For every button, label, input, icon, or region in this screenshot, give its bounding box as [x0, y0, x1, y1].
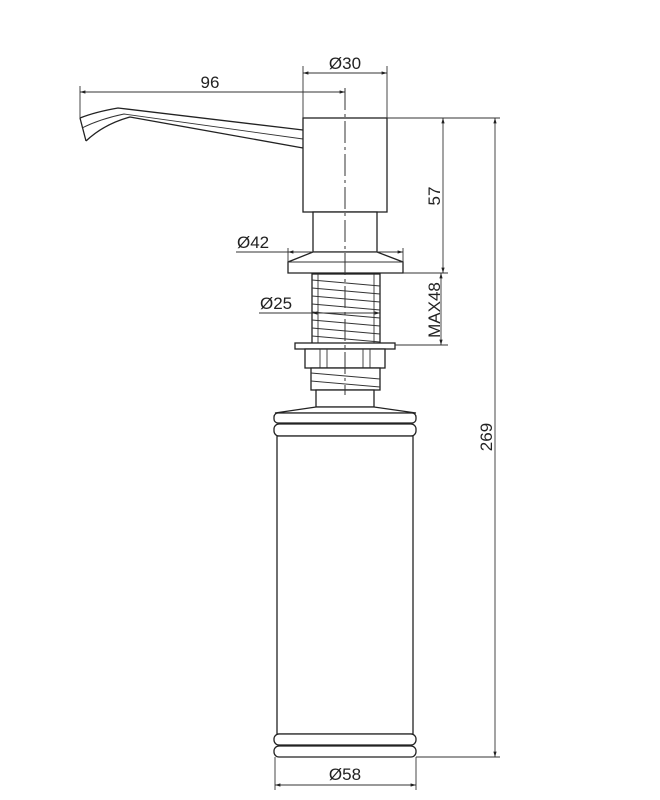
dim-57: 57	[387, 117, 500, 274]
dim-label-max-thickness: MAX48	[425, 282, 444, 338]
dim-max48: MAX48	[395, 273, 448, 346]
dim-25: Ø25	[259, 294, 380, 315]
dim-30: Ø30	[302, 54, 388, 118]
bottle	[273, 406, 417, 758]
dim-label-flange-diameter: Ø42	[237, 233, 269, 252]
thread-shank	[311, 273, 381, 345]
dim-label-thread-diameter: Ø25	[260, 294, 292, 313]
spout	[79, 107, 304, 149]
dim-label-spout-reach: 96	[201, 73, 220, 92]
dim-96: 96	[79, 73, 345, 118]
dim-label-total-height: 269	[477, 423, 496, 451]
dim-label-bottle-diameter: Ø58	[329, 765, 361, 784]
dim-label-head-height: 57	[425, 187, 444, 206]
dim-label-head-diameter: Ø30	[329, 54, 361, 73]
dim-42: Ø42	[236, 233, 404, 262]
dim-269: 269	[416, 118, 500, 758]
dim-58: Ø58	[274, 757, 417, 790]
